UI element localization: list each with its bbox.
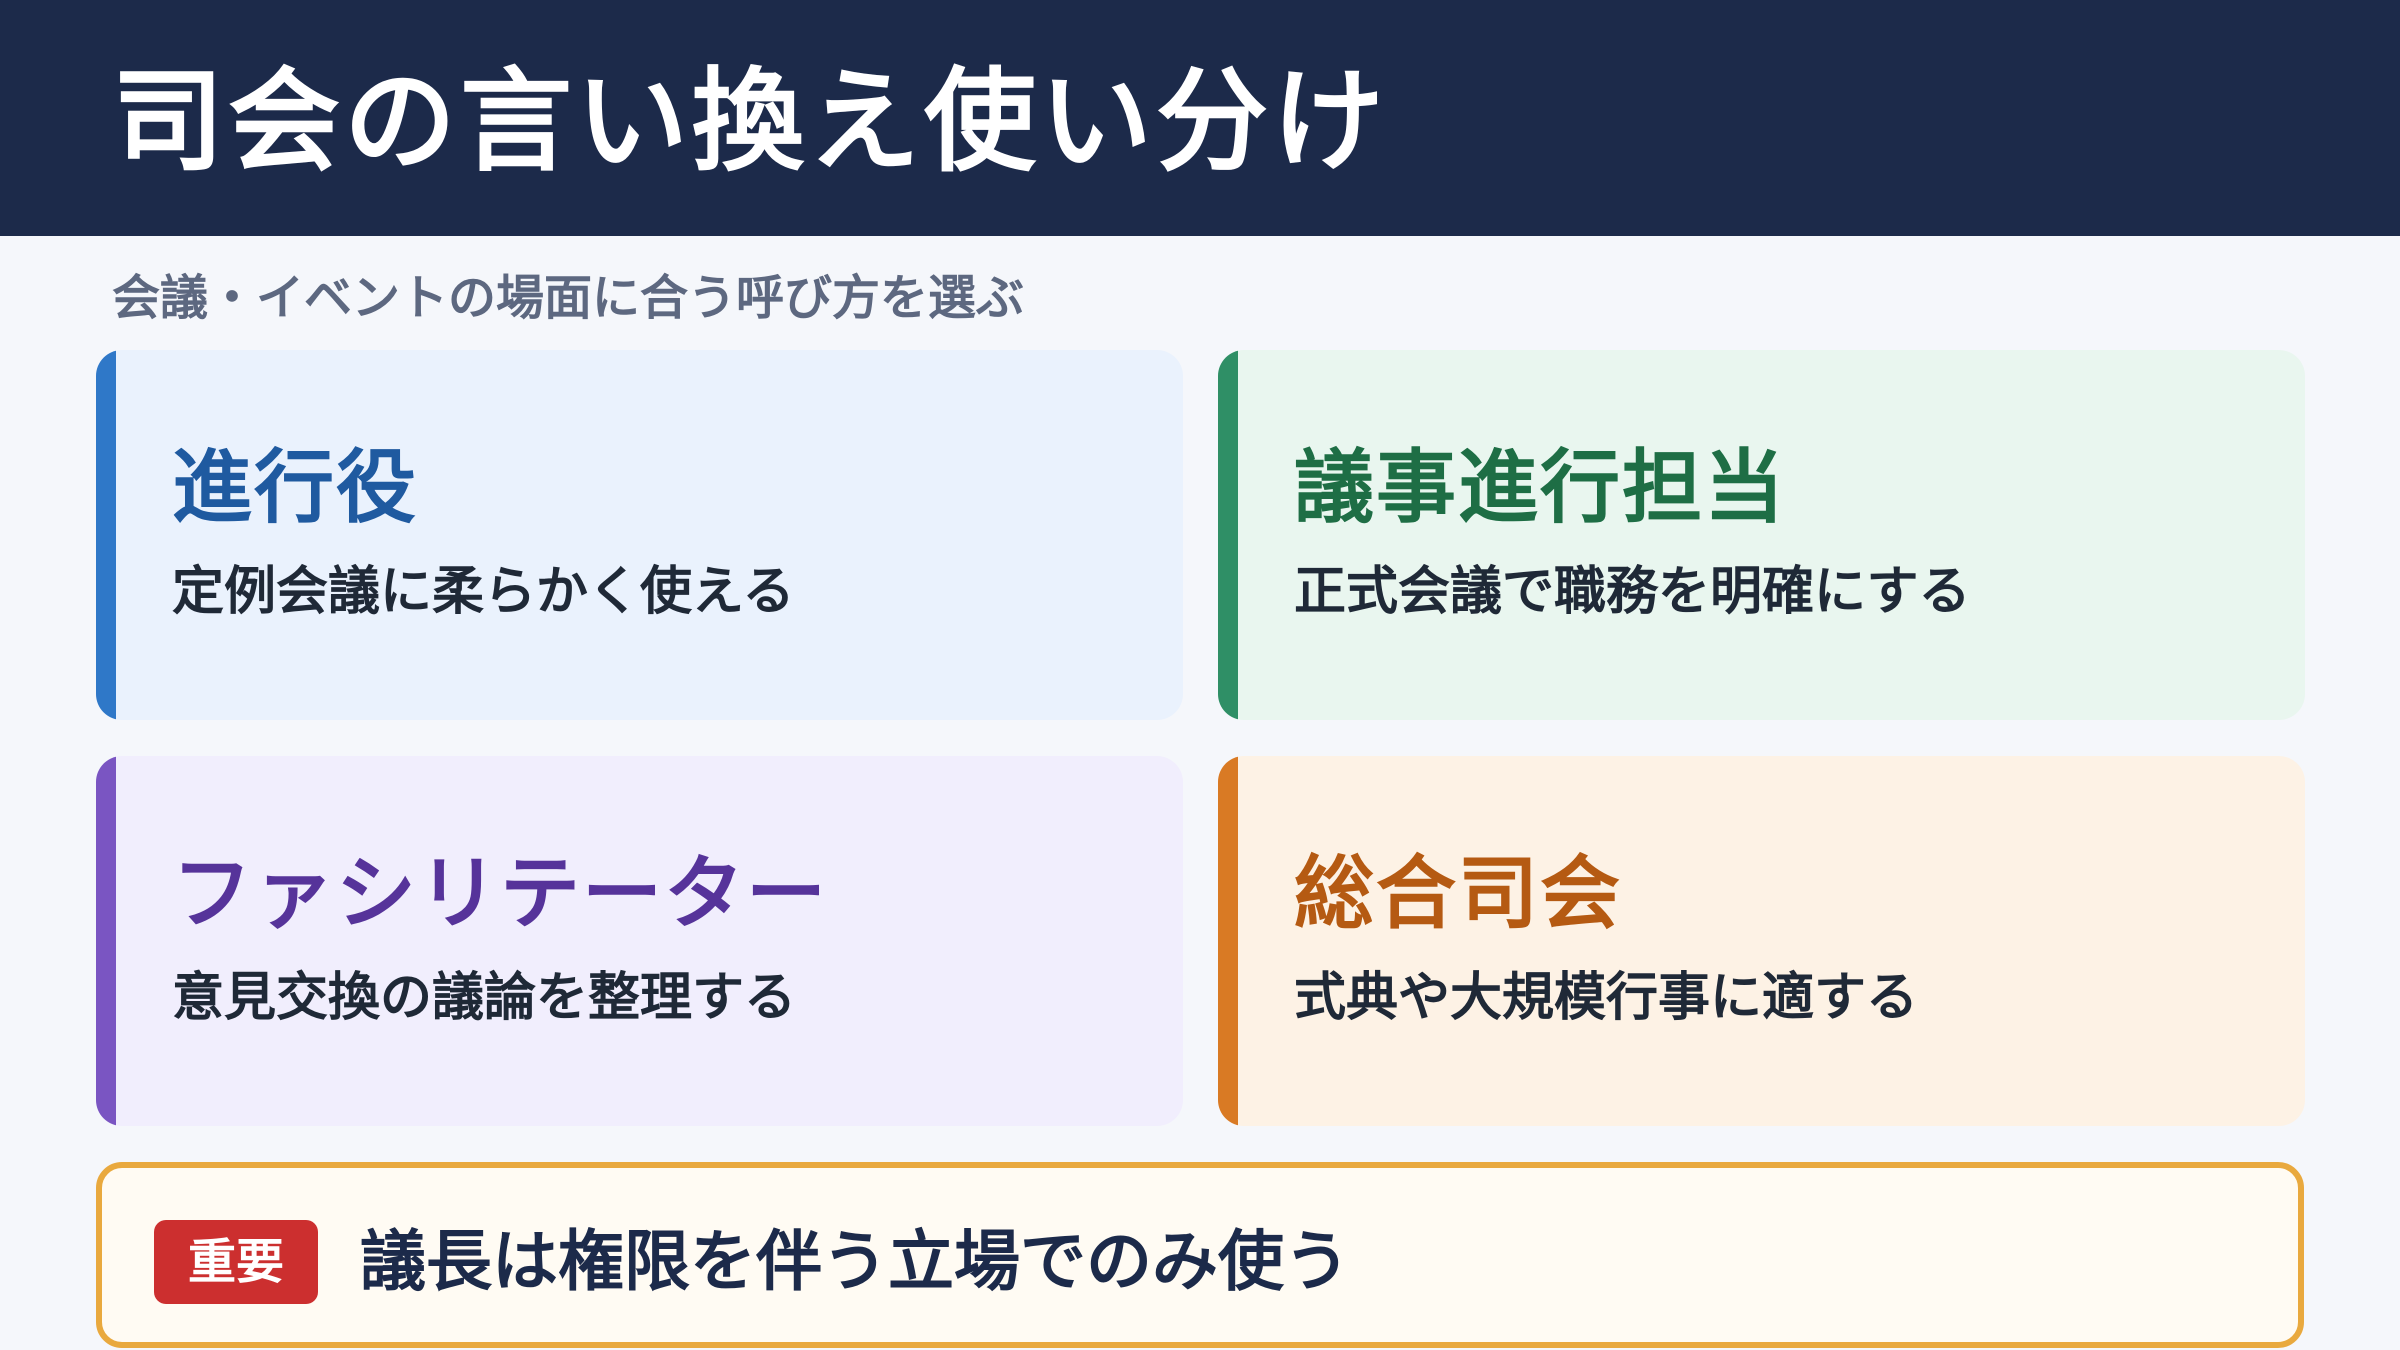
card-facilitator: ファシリテーター 意見交換の議論を整理する	[96, 756, 1183, 1126]
card-description: 正式会議で職務を明確にする	[1294, 562, 1971, 622]
card-description: 式典や大規模行事に適する	[1294, 968, 1919, 1028]
page-title: 司会の言い換え使い分け	[112, 57, 1388, 187]
header-bar: 司会の言い換え使い分け	[0, 0, 2400, 236]
page-subtitle: 会議・イベントの場面に合う呼び方を選ぶ	[112, 270, 1025, 326]
card-accent-bar	[96, 756, 116, 1126]
card-title: ファシリテーター	[172, 847, 828, 940]
card-title: 進行役	[172, 441, 418, 534]
card-accent-bar	[96, 350, 116, 720]
card-master-of-ceremonies: 総合司会 式典や大規模行事に適する	[1218, 756, 2305, 1126]
important-notice: 重要 議長は権限を伴う立場でのみ使う	[96, 1162, 2304, 1348]
card-moderator: 進行役 定例会議に柔らかく使える	[96, 350, 1183, 720]
card-title: 議事進行担当	[1294, 441, 1786, 534]
card-proceedings-lead: 議事進行担当 正式会議で職務を明確にする	[1218, 350, 2305, 720]
important-badge: 重要	[154, 1220, 318, 1304]
card-title: 総合司会	[1294, 847, 1622, 940]
card-description: 定例会議に柔らかく使える	[172, 562, 795, 622]
card-description: 意見交換の議論を整理する	[172, 968, 797, 1028]
card-accent-bar	[1218, 350, 1238, 720]
notice-text: 議長は権限を伴う立場でのみ使う	[360, 1223, 1350, 1300]
card-accent-bar	[1218, 756, 1238, 1126]
